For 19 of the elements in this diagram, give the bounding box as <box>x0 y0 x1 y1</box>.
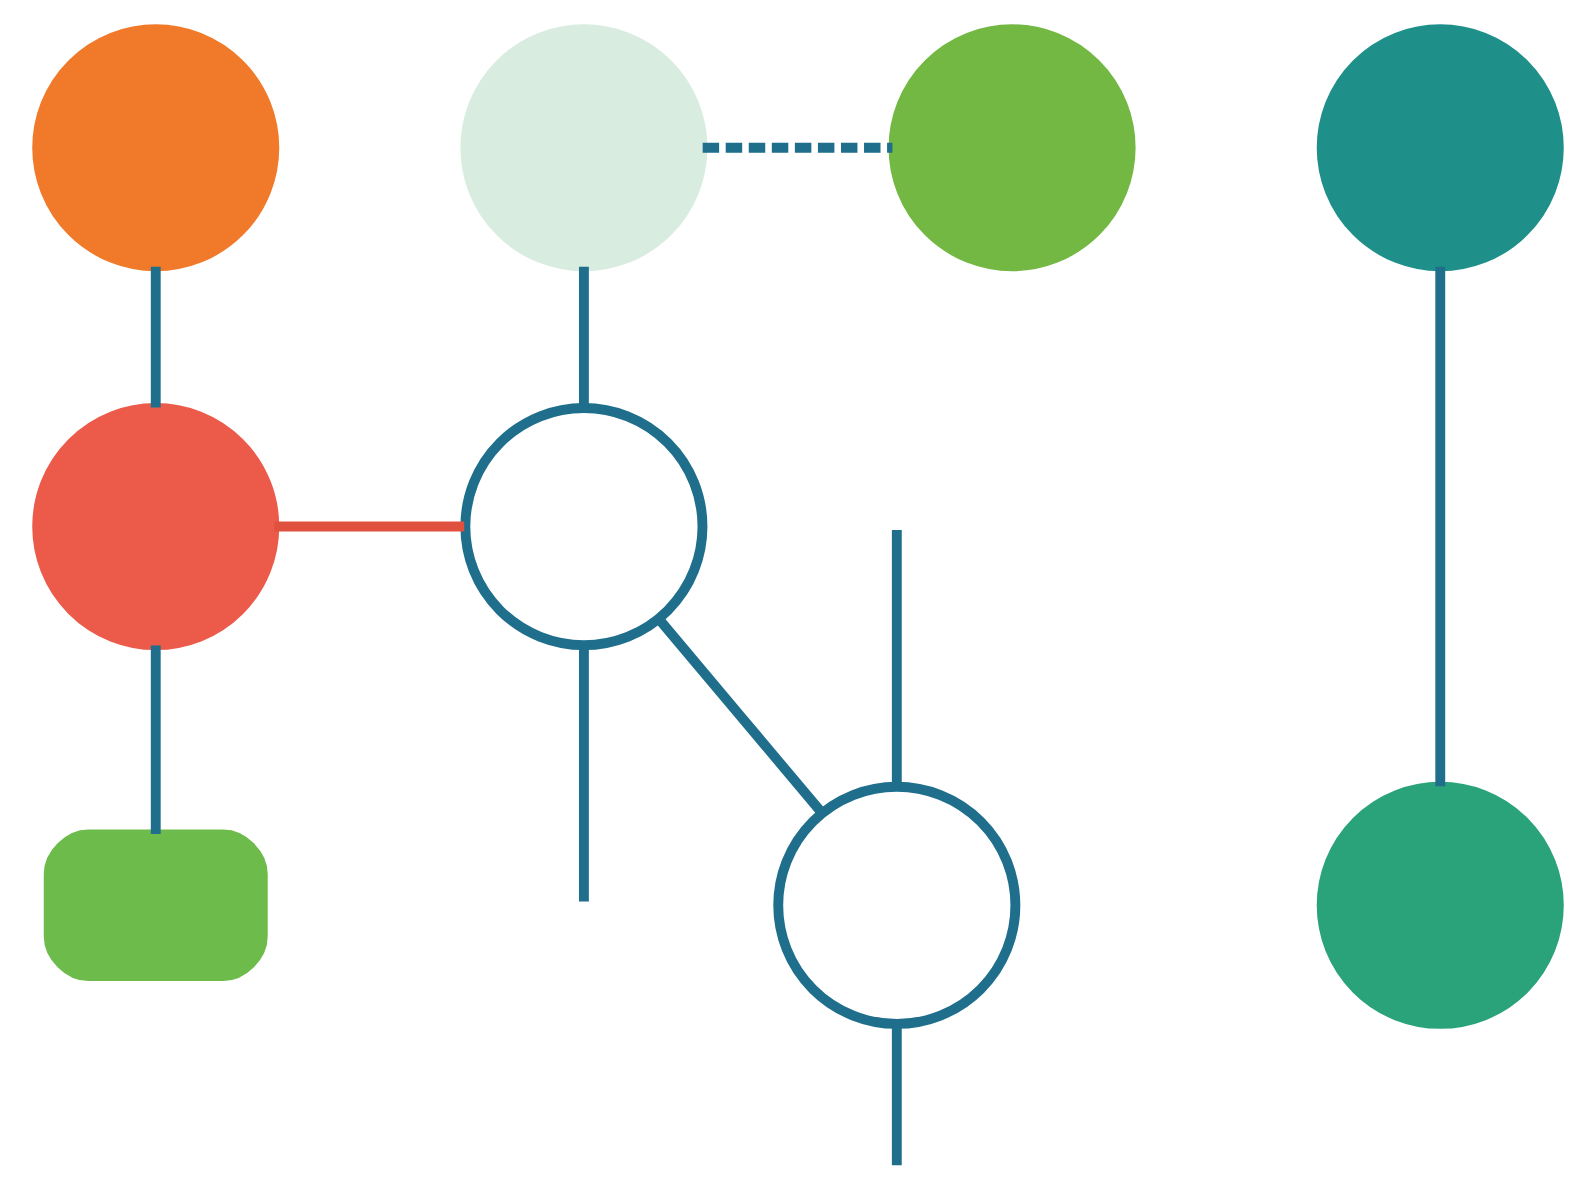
node-circle <box>772 781 1020 1029</box>
connector <box>577 266 588 408</box>
connector <box>149 266 160 408</box>
connector <box>701 142 892 153</box>
node-box <box>42 829 267 982</box>
node-circle <box>459 403 707 651</box>
node-circle <box>1315 781 1563 1029</box>
connector <box>273 521 464 532</box>
connector <box>149 645 160 835</box>
connector <box>654 615 825 816</box>
connector <box>890 530 901 787</box>
connector <box>577 645 588 902</box>
node-circle <box>31 403 279 651</box>
node-circle <box>459 24 707 272</box>
node-circle <box>1315 24 1563 272</box>
connector <box>890 1025 901 1166</box>
node-circle <box>887 24 1135 272</box>
node-circle <box>31 24 279 272</box>
connector <box>1434 266 1445 787</box>
